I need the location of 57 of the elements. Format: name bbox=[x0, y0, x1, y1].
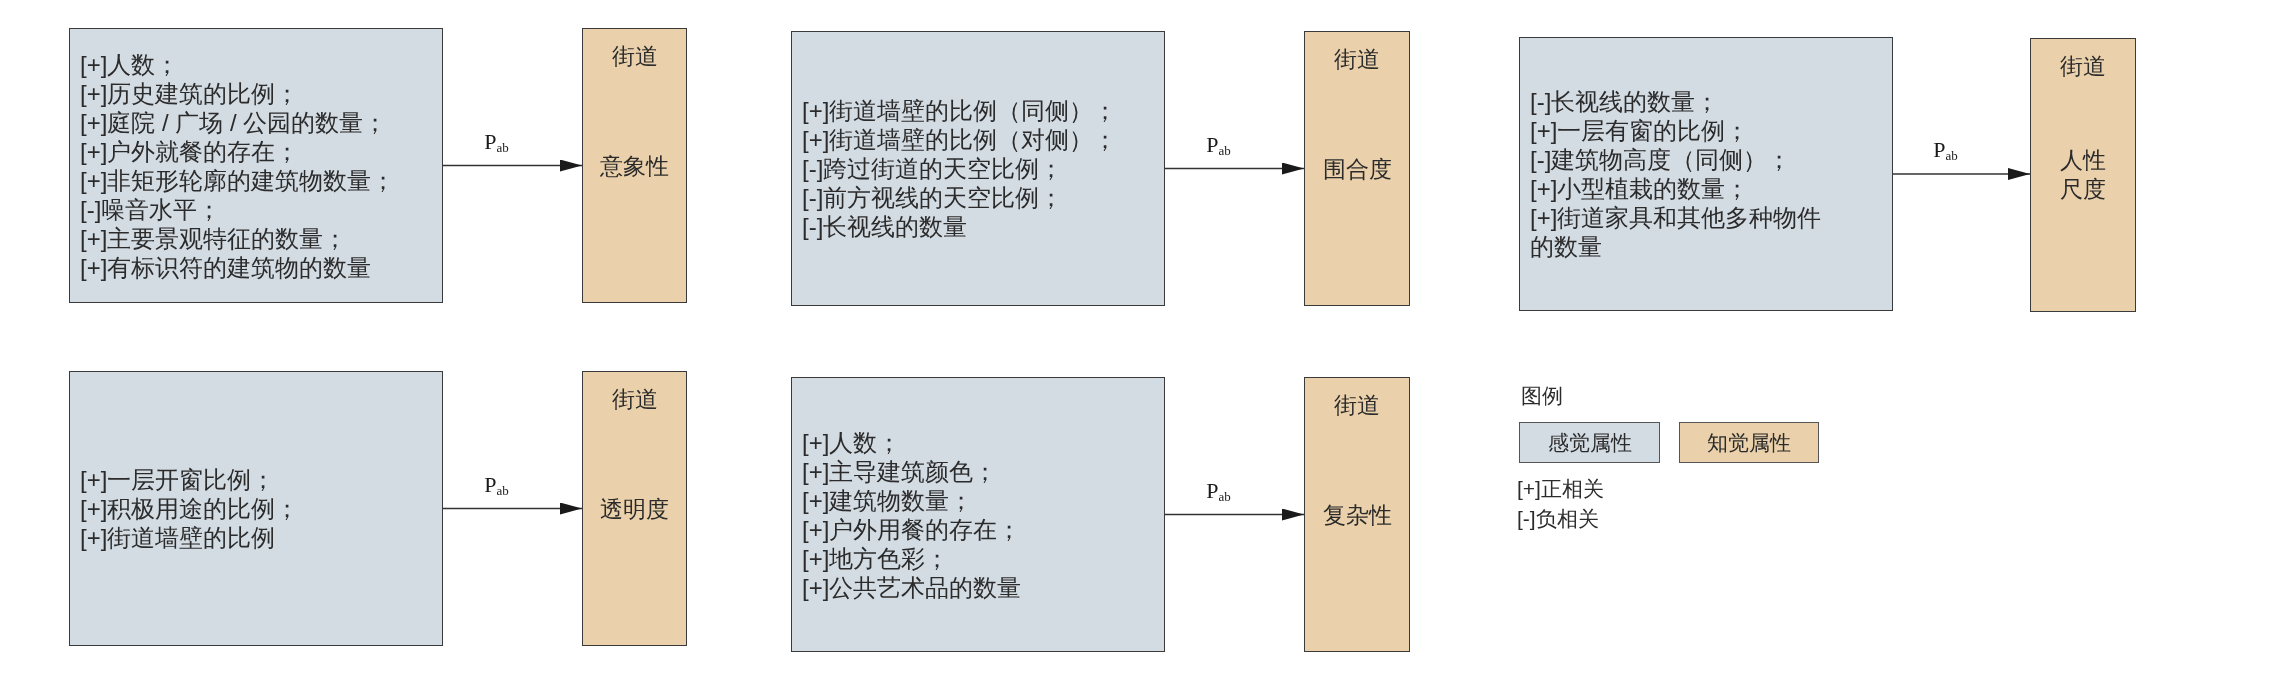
feature-text: [+]户外就餐的存在； bbox=[80, 136, 301, 166]
feature-text: [+]建筑物数量； bbox=[802, 485, 975, 515]
box-heading: 街道 bbox=[2060, 52, 2106, 80]
feature-text: [+]历史建筑的比例； bbox=[80, 78, 301, 108]
feature-text: [+]街道墙壁的比例 bbox=[80, 523, 277, 552]
feature-list-box bbox=[69, 28, 443, 303]
feature-text: [+]有标识符的建筑物的数量 bbox=[80, 252, 373, 282]
box-heading: 街道 bbox=[611, 42, 658, 70]
arrow bbox=[1164, 162, 1305, 175]
feature-text: [+]一层开窗比例； bbox=[80, 465, 277, 494]
feature-list-box bbox=[791, 377, 1165, 652]
feature-text: [-]长视线的数量； bbox=[1530, 87, 1721, 116]
arrow bbox=[1164, 508, 1305, 521]
legend-key: 感觉属性 bbox=[1519, 422, 1660, 463]
legend-note: [+]正相关 bbox=[1517, 476, 1604, 502]
feature-text: [+]公共艺术品的数量 bbox=[802, 572, 1023, 602]
box-label: 复杂性 bbox=[1322, 500, 1392, 529]
box-label: 围合度 bbox=[1322, 154, 1392, 183]
feature-text: [+]积极用途的比例； bbox=[80, 494, 301, 523]
feature-text: [+]主要景观特征的数量； bbox=[80, 223, 349, 253]
feature-text: [-]跨过街道的天空比例； bbox=[802, 154, 1065, 183]
box-heading: 街道 bbox=[1334, 391, 1380, 419]
feature-text: [+]街道家具和其他多种物件的数量 bbox=[1530, 203, 1823, 261]
attribute-box bbox=[1304, 31, 1410, 306]
feature-list-box bbox=[1519, 37, 1893, 311]
feature-text: [+]人数； bbox=[80, 49, 181, 79]
feature-text: [+]小型植栽的数量； bbox=[1530, 174, 1751, 203]
arrow bbox=[442, 502, 583, 515]
box-heading: 街道 bbox=[1334, 45, 1380, 73]
feature-text: [+]非矩形轮廓的建筑物数量； bbox=[80, 165, 397, 195]
box-label: 意象性 bbox=[600, 151, 669, 180]
box-heading: 街道 bbox=[611, 385, 658, 413]
box-label: 透明度 bbox=[600, 494, 669, 523]
arrow bbox=[1892, 168, 2031, 180]
attribute-box bbox=[1304, 377, 1410, 652]
legend-key: 知觉属性 bbox=[1679, 422, 1819, 463]
feature-text: [+]街道墙壁的比例（对侧）； bbox=[802, 125, 1119, 154]
feature-text: [+]地方色彩； bbox=[802, 543, 951, 573]
feature-text: [+]一层有窗的比例； bbox=[1530, 116, 1751, 145]
feature-text: [-]前方视线的天空比例； bbox=[802, 183, 1065, 212]
legend-note: [-]负相关 bbox=[1517, 506, 1599, 532]
feature-list-box bbox=[791, 31, 1165, 306]
attribute-box bbox=[582, 28, 687, 303]
feature-text: [-]长视线的数量 bbox=[802, 212, 969, 241]
legend-title: 图例 bbox=[1521, 383, 1563, 409]
feature-text: [-]噪音水平； bbox=[80, 194, 223, 224]
arrow bbox=[442, 159, 583, 172]
attribute-box bbox=[2030, 38, 2136, 312]
feature-text: [+]主导建筑颜色； bbox=[802, 456, 999, 486]
feature-text: [+]户外用餐的存在； bbox=[802, 514, 1023, 544]
attribute-box bbox=[582, 371, 687, 646]
feature-text: [+]人数； bbox=[802, 427, 903, 457]
feature-text: [+]街道墙壁的比例（同侧）； bbox=[802, 96, 1119, 125]
feature-list-box bbox=[69, 371, 443, 646]
box-label: 人性尺度 bbox=[2059, 146, 2107, 204]
feature-text: [-]建筑物高度（同侧）； bbox=[1530, 145, 1793, 174]
feature-text: [+]庭院 / 广场 / 公园的数量； bbox=[80, 107, 389, 137]
